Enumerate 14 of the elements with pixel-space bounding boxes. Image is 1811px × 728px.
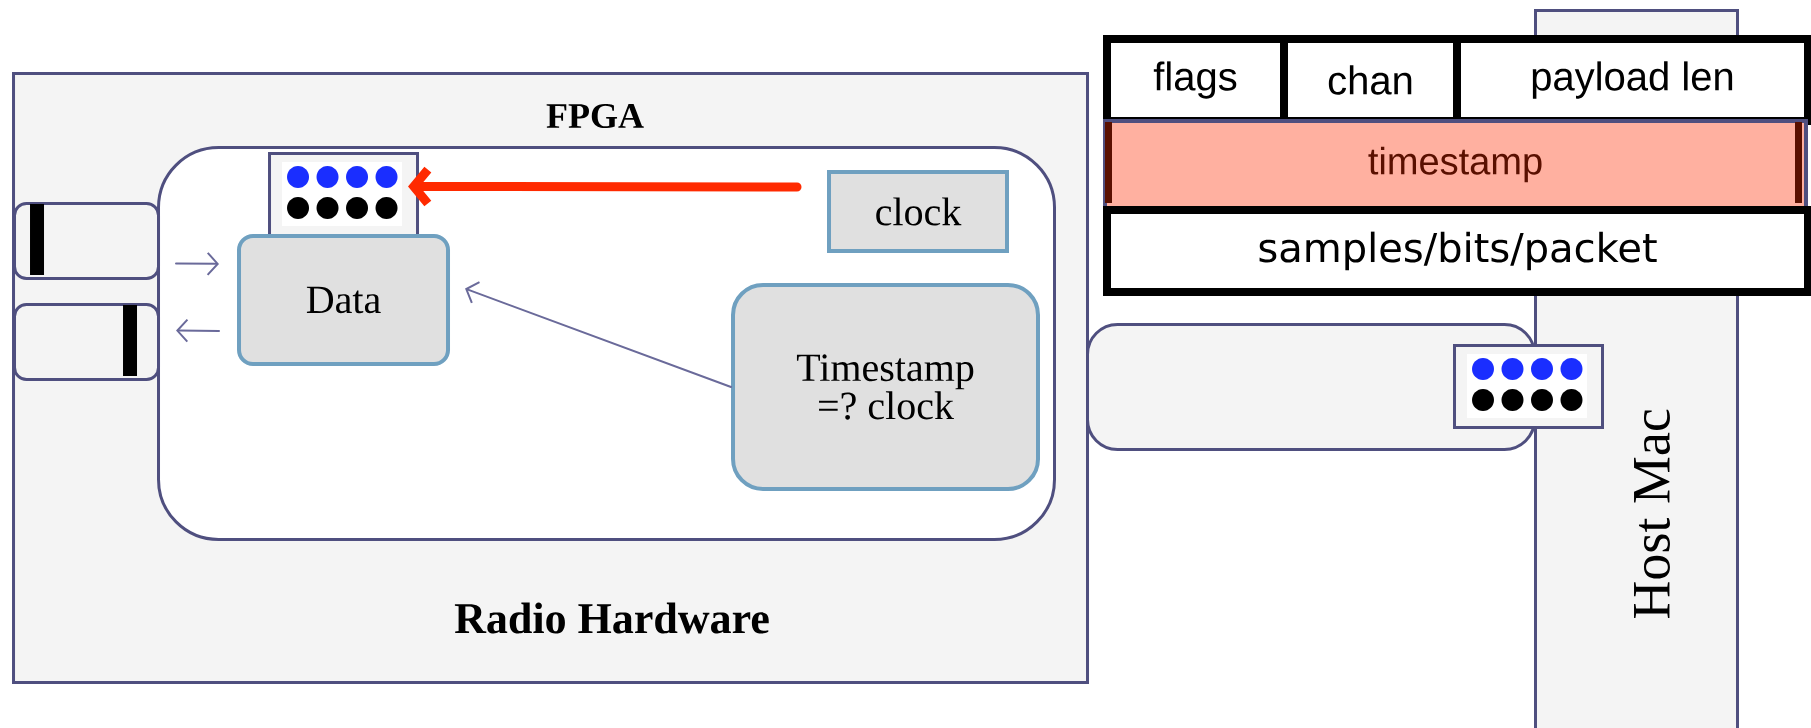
arrow <box>408 166 802 207</box>
arrow <box>465 281 732 388</box>
arrow <box>176 318 220 343</box>
clock-box: clock <box>827 170 1009 253</box>
packet-icon <box>268 152 419 237</box>
node-label: FPGA <box>546 103 644 129</box>
packet-icon <box>1453 344 1604 429</box>
port-box <box>13 202 160 280</box>
timestamp-compare-box: Timestamp =? clock <box>731 283 1040 491</box>
header-field-cell: timestamp <box>1103 119 1808 210</box>
header-field-cell: samples/bits/packet <box>1103 206 1811 296</box>
data-box: Data <box>237 234 450 366</box>
arrow <box>175 251 219 276</box>
port-box <box>13 303 160 381</box>
